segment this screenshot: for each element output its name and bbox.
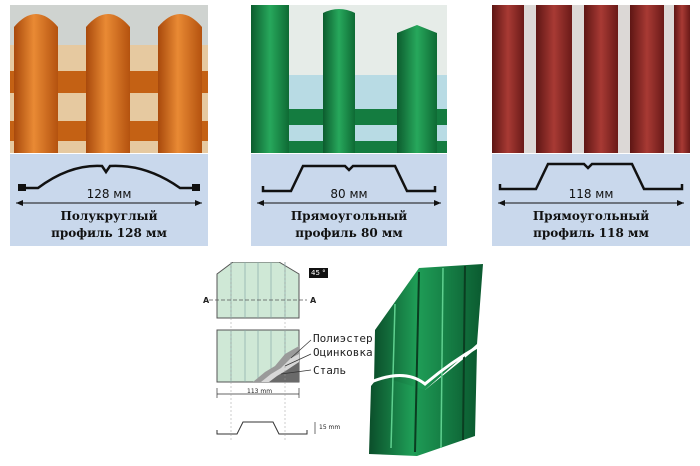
photo-orange-fence: [10, 5, 208, 153]
profile-caption: Прямоугольный профиль 118 мм: [492, 208, 690, 242]
profile-width-label: 80 мм: [330, 187, 368, 201]
photo-red-fence: [492, 5, 690, 153]
profile-caption: Полукруглый профиль 128 мм: [10, 208, 208, 242]
layer-label-steel: Сталь: [313, 364, 347, 377]
profile-band: 118 мм Прямоугольный профиль 118 мм: [492, 154, 690, 246]
layer-label-zinc: Оцинковка: [313, 346, 373, 359]
caption-line-1: Прямоугольный: [532, 209, 650, 223]
caption-line-1: Прямоугольный: [290, 209, 408, 223]
caption-line-1: Полукруглый: [60, 209, 158, 223]
panel-rect-profile-118: 118 мм Прямоугольный профиль 118 мм: [492, 5, 690, 246]
caption-line-2: профиль 128 мм: [51, 226, 167, 240]
profile-width-label: 118 мм: [568, 187, 614, 201]
caption-line-2: профиль 118 мм: [533, 226, 649, 240]
technical-drawing: 45 ° A A Полиэстер Оцинковка Сталь 113 m…: [195, 261, 385, 462]
profile-band: 80 мм Прямоугольный профиль 80 мм: [251, 154, 447, 246]
profile-width-label: 128 мм: [86, 187, 132, 201]
caption-line-2: профиль 80 мм: [295, 226, 403, 240]
profile-caption: Прямоугольный профиль 80 мм: [251, 208, 447, 242]
depth-dimension-label: 15 mm: [319, 424, 341, 431]
rendered-profile-sheet: [365, 258, 495, 458]
panel-semicircle-profile: 128 мм Полукруглый профиль 128 мм: [10, 5, 208, 246]
panel-rect-profile-80: 80 мм Прямоугольный профиль 80 мм: [251, 5, 447, 246]
layer-label-polyester: Полиэстер: [313, 332, 373, 345]
width-dimension-label: 113 mm: [247, 388, 273, 395]
section-mark-right: A: [310, 296, 317, 305]
photo-green-fence: [251, 5, 447, 153]
angle-tag: 45 °: [309, 268, 328, 278]
section-mark-left: A: [203, 296, 210, 305]
profile-band: 128 мм Полукруглый профиль 128 мм: [10, 154, 208, 246]
